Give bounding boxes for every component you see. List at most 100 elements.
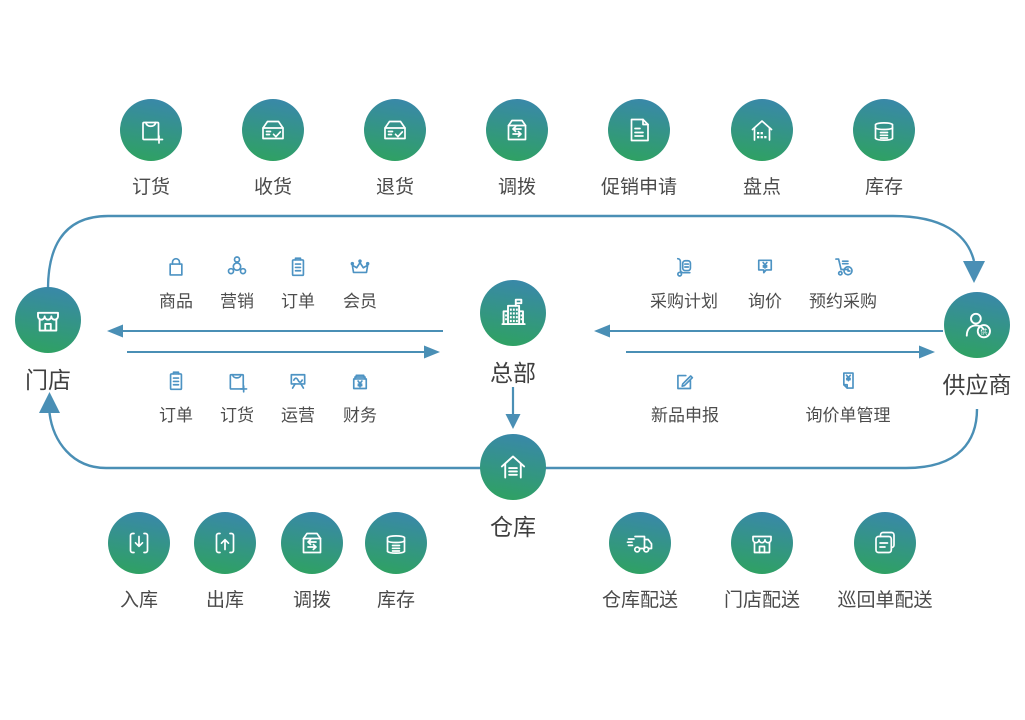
feature-label: 收货 <box>253 177 292 198</box>
function-label: 财务 <box>343 406 377 425</box>
function-label: 商品 <box>159 292 193 311</box>
gradient-circle <box>480 280 546 346</box>
gradient-circle <box>731 99 793 161</box>
feature-warehouse-out: 出库 <box>170 512 280 612</box>
gradient-circle <box>731 512 793 574</box>
gradient-circle <box>480 434 546 500</box>
node-label: 仓库 <box>490 514 536 540</box>
shopping-bag-plus-icon <box>133 112 169 148</box>
function-reserved-purchase: 预约采购 <box>795 252 891 312</box>
gradient-circle <box>486 99 548 161</box>
inventory-container-icon <box>378 525 414 561</box>
function-goods: 商品 <box>138 252 214 312</box>
function-label: 采购计划 <box>650 292 718 311</box>
function-label: 订单 <box>159 406 193 425</box>
clipboard-list-icon <box>161 366 191 396</box>
box-transfer-icon <box>294 525 330 561</box>
feature-warehouse-delivery: 仓库配送 <box>585 512 695 612</box>
return-box-check-icon <box>377 112 413 148</box>
feature-inventory: 库存 <box>829 99 939 199</box>
function-inquiry: 询价 <box>717 252 813 312</box>
arrowhead-down-warehouse <box>505 414 521 429</box>
network-cluster-icon <box>222 252 252 282</box>
gradient-circle <box>609 512 671 574</box>
feature-receive-goods: 收货 <box>218 99 328 199</box>
edit-pencil-icon <box>670 366 700 396</box>
gradient-circle <box>608 99 670 161</box>
promo-document-icon <box>621 112 657 148</box>
hand-truck-icon <box>669 252 699 282</box>
feature-label: 库存 <box>376 590 415 611</box>
arrow-in-down-icon <box>121 525 157 561</box>
speech-bubble-yen-icon <box>750 252 780 282</box>
cash-box-yen-icon <box>345 366 375 396</box>
feature-transfer-2: 调拨 <box>257 512 367 612</box>
feature-inventory-2: 库存 <box>341 512 451 612</box>
feature-label: 巡回单配送 <box>837 590 933 611</box>
node-headquarters: 总部 <box>448 280 578 388</box>
function-ordering: 订货 <box>199 366 275 426</box>
gradient-circle: 供 <box>944 292 1010 358</box>
feature-label: 促销申请 <box>600 177 677 198</box>
feature-return-goods: 退货 <box>340 99 450 199</box>
document-yen-icon <box>833 366 863 396</box>
crown-icon <box>345 252 375 282</box>
chart-board-icon <box>283 366 313 396</box>
function-label: 会员 <box>343 292 377 311</box>
function-orders: 订单 <box>260 252 336 312</box>
function-label: 新品申报 <box>651 406 719 425</box>
cart-clock-icon <box>828 252 858 282</box>
feature-label: 出库 <box>205 590 244 611</box>
gradient-circle <box>15 287 81 353</box>
arrowhead-left-2 <box>594 324 610 338</box>
gradient-circle <box>120 99 182 161</box>
feature-label: 调拨 <box>497 177 536 198</box>
feature-label: 退货 <box>375 177 414 198</box>
warehouse-house-icon <box>493 447 533 487</box>
node-store: 门店 <box>0 287 113 395</box>
gradient-circle <box>242 99 304 161</box>
receive-box-check-icon <box>255 112 291 148</box>
box-transfer-icon <box>499 112 535 148</box>
function-label: 预约采购 <box>809 292 877 311</box>
feature-warehouse-in: 入库 <box>84 512 194 612</box>
node-label: 门店 <box>25 367 71 393</box>
function-label: 询价 <box>748 292 782 311</box>
function-label: 订单 <box>281 292 315 311</box>
arrow-out-up-icon <box>207 525 243 561</box>
function-new-product-declare: 新品申报 <box>637 366 733 426</box>
feature-label: 调拨 <box>292 590 331 611</box>
feature-label: 盘点 <box>742 177 781 198</box>
node-label: 供应商 <box>942 372 1012 398</box>
shopping-bag-plus-icon <box>222 366 252 396</box>
shopping-bag-icon <box>161 252 191 282</box>
feature-route-order-delivery: 巡回单配送 <box>830 512 940 612</box>
feature-label: 入库 <box>119 590 158 611</box>
arrowhead-to-supplier <box>963 261 985 283</box>
hq-building-flag-icon <box>493 293 533 333</box>
delivery-truck-icon <box>622 525 658 561</box>
node-label: 总部 <box>490 360 536 386</box>
storefront-icon <box>744 525 780 561</box>
function-orders-2: 订单 <box>138 366 214 426</box>
function-inquiry-management: 询价单管理 <box>800 366 896 426</box>
arrowhead-right <box>424 345 440 359</box>
feature-label: 门店配送 <box>723 590 800 611</box>
storefront-icon <box>28 300 68 340</box>
gradient-circle <box>364 99 426 161</box>
function-finance: 财务 <box>322 366 398 426</box>
gradient-circle <box>108 512 170 574</box>
gradient-circle <box>853 99 915 161</box>
function-label: 营销 <box>220 292 254 311</box>
inventory-container-icon <box>866 112 902 148</box>
node-supplier: 供 供应商 <box>912 292 1025 400</box>
function-label: 运营 <box>281 406 315 425</box>
gradient-circle <box>281 512 343 574</box>
stocktake-building-icon <box>744 112 780 148</box>
gradient-circle <box>194 512 256 574</box>
function-marketing: 营销 <box>199 252 275 312</box>
function-label: 询价单管理 <box>805 406 891 425</box>
supplier-person-icon: 供 <box>965 312 991 339</box>
feature-label: 库存 <box>864 177 903 198</box>
